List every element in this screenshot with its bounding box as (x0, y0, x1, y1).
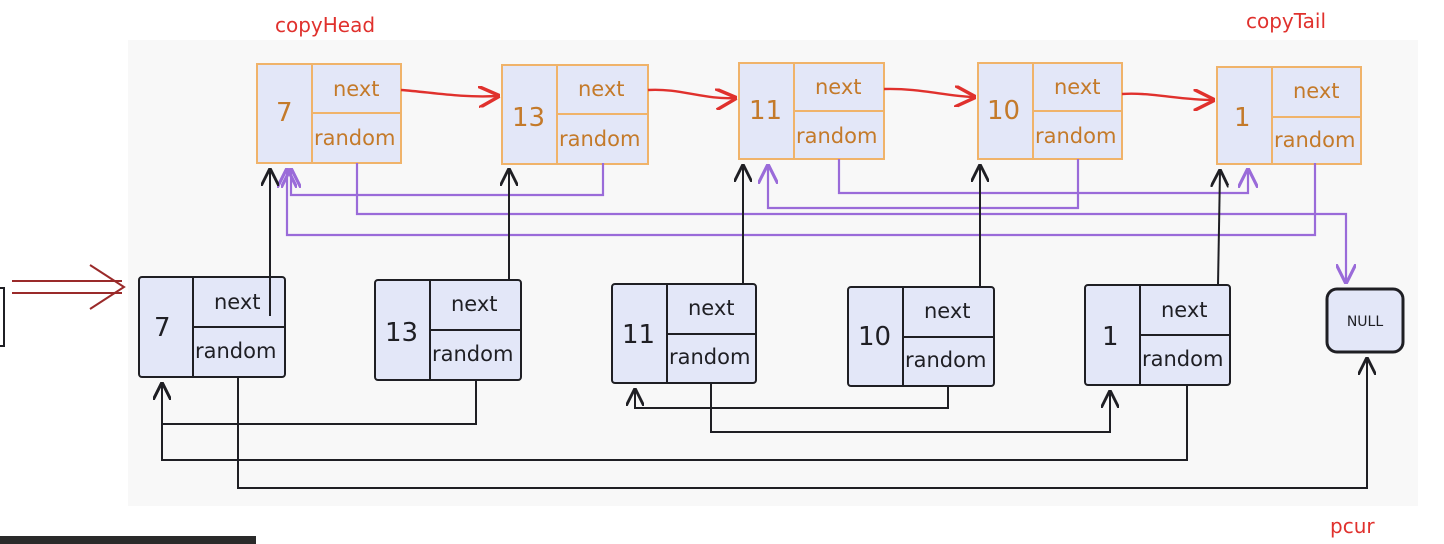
original-node-random: random (432, 342, 513, 366)
orig-random-10-to-11 (635, 386, 949, 409)
original-node-next: next (451, 292, 498, 316)
copy-node-random: random (559, 127, 640, 151)
pcur-label: pcur (1330, 514, 1375, 538)
copy-node-7: 7 next random (256, 63, 402, 164)
copy-tail-label: copyTail (1246, 9, 1326, 33)
null-label: NULL (1347, 314, 1384, 330)
copy-node-value: 7 (276, 98, 293, 128)
original-node-10: 10 next random (847, 286, 995, 387)
original-node-next: next (214, 290, 261, 314)
original-node-next: next (688, 296, 735, 320)
original-node-next: next (924, 299, 971, 323)
original-node-value: 7 (154, 313, 171, 343)
copy-node-next: next (578, 77, 625, 101)
original-node-value: 11 (622, 320, 655, 350)
copy-node-value: 1 (1234, 103, 1251, 133)
copy-node-next: next (333, 77, 380, 101)
copy-node-value: 13 (512, 103, 545, 133)
copy-node-1: 1 next random (1216, 66, 1362, 165)
null-node: NULL (1325, 287, 1405, 354)
copy-node-value: 10 (987, 96, 1020, 126)
original-node-11: 11 next random (611, 283, 757, 384)
orig-random-1-to-7 (162, 384, 1188, 461)
copy-node-13: 13 next random (501, 64, 649, 165)
original-node-value: 13 (385, 318, 418, 348)
copy-node-next: next (815, 75, 862, 99)
copy-node-value: 11 (749, 96, 782, 126)
copy-random-1-to-7 (287, 163, 1317, 237)
original-node-7: 7 next random (138, 276, 286, 378)
original-node-value: 1 (1102, 322, 1119, 352)
original-node-value: 10 (858, 322, 891, 352)
copy-node-random: random (1274, 128, 1355, 152)
copy-next-arrow-4 (1121, 94, 1213, 100)
orig-random-7-to-null (237, 359, 1367, 489)
orig-next-1-to-copy (1218, 171, 1220, 286)
original-node-random: random (905, 348, 986, 372)
original-node-random: random (1142, 347, 1223, 371)
original-node-random: random (195, 339, 276, 363)
copy-random-10-to-11 (768, 159, 1080, 210)
left-partial-node (0, 287, 5, 347)
copy-node-next: next (1293, 79, 1340, 103)
copy-node-random: random (314, 126, 395, 150)
copy-node-10: 10 next random (977, 62, 1123, 160)
original-node-next: next (1161, 298, 1208, 322)
copy-random-7-to-null (355, 163, 1346, 282)
copy-node-random: random (796, 124, 877, 148)
copy-next-arrow-3 (883, 89, 974, 97)
double-arrow (12, 264, 126, 310)
bottom-bar (0, 536, 256, 544)
copy-node-next: next (1054, 75, 1101, 99)
copy-node-11: 11 next random (738, 62, 885, 160)
copy-node-random: random (1035, 124, 1116, 148)
orig-random-11-to-1 (710, 383, 1110, 433)
copy-next-arrow-2 (647, 90, 735, 98)
copy-random-11-to-1 (837, 159, 1248, 195)
original-node-13: 13 next random (374, 279, 522, 381)
copy-head-label: copyHead (275, 13, 375, 37)
copy-next-arrow-1 (400, 90, 498, 96)
original-node-random: random (669, 345, 750, 369)
original-node-1: 1 next random (1084, 284, 1231, 386)
